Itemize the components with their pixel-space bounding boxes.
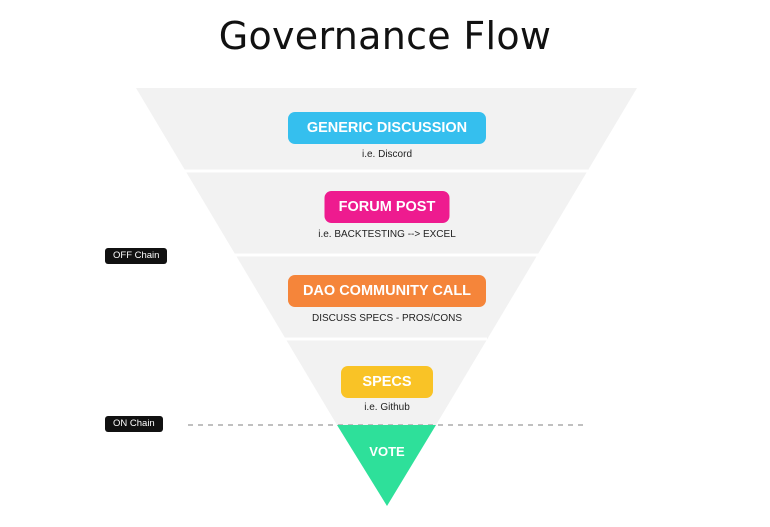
page-title: Governance Flow xyxy=(218,14,552,58)
stage-dao-community-call-sublabel: DISCUSS SPECS - PROS/CONS xyxy=(311,313,463,324)
stage-specs-sublabel: i.e. Github xyxy=(364,402,410,413)
stage-specs-pill: SPECS xyxy=(341,366,433,398)
off-chain-tag: OFF Chain xyxy=(105,248,168,264)
stage-forum-post-pill: FORUM POST xyxy=(324,191,450,223)
vote-label: VOTE xyxy=(369,444,405,459)
stage-generic-discussion-pill: GENERIC DISCUSSION xyxy=(288,112,486,144)
on-chain-tag: ON Chain xyxy=(105,416,163,432)
vote-triangle xyxy=(337,425,436,506)
stage-generic-discussion-sublabel: i.e. Discord xyxy=(361,149,413,160)
stage-dao-community-call-pill: DAO COMMUNITY CALL xyxy=(288,275,486,307)
stage-forum-post-sublabel: i.e. BACKTESTING --> EXCEL xyxy=(318,229,456,240)
